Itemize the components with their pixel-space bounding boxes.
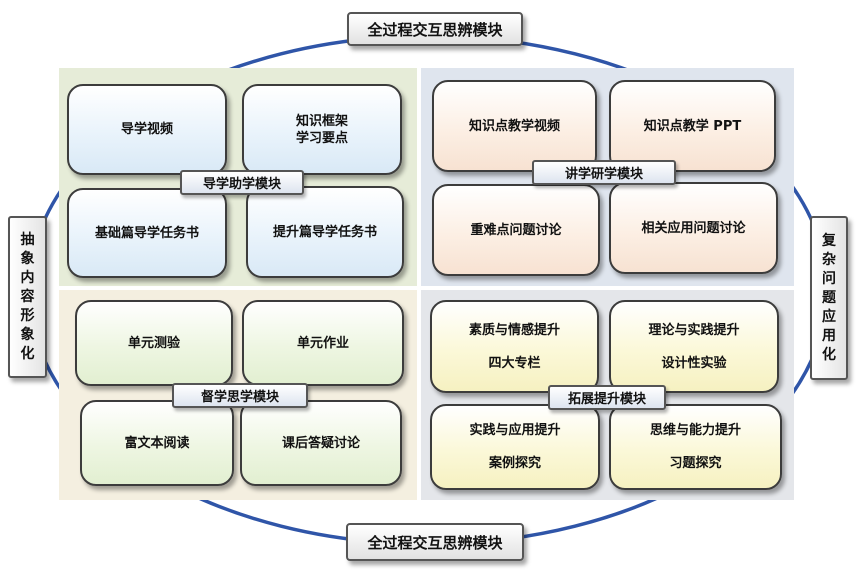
card-text: 提升篇导学任务书: [272, 224, 377, 240]
card-rich-text-reading[interactable]: 富文本阅读: [80, 400, 234, 486]
card-key-difficult-discussion[interactable]: 重难点问题讨论: [432, 184, 600, 276]
card-knowledge-ppt[interactable]: 知识点教学 PPT: [609, 80, 776, 172]
card-basic-task-book[interactable]: 基础篇导学任务书: [67, 188, 227, 278]
card-text: 素质与情感提升: [468, 322, 560, 338]
card-text: 重难点问题讨论: [470, 222, 562, 238]
card-text: 学习要点: [295, 130, 348, 146]
card-text: 单元作业: [296, 335, 349, 351]
card-unit-quiz[interactable]: 单元测验: [75, 300, 233, 386]
card-text: 设计性实验: [661, 355, 727, 371]
card-knowledge-framework[interactable]: 知识框架 学习要点: [242, 84, 402, 175]
card-text: 导学视频: [120, 122, 173, 137]
module-label-guide: 导学助学模块: [180, 170, 304, 195]
card-text: 单元测验: [127, 335, 180, 351]
card-practice-application[interactable]: 实践与应用提升 案例探究: [430, 404, 600, 490]
card-knowledge-video[interactable]: 知识点教学视频: [432, 80, 597, 172]
card-text: 富文本阅读: [124, 435, 190, 451]
card-text: 理论与实践提升: [648, 322, 740, 338]
card-text: 知识框架: [295, 113, 348, 129]
card-unit-homework[interactable]: 单元作业: [242, 300, 404, 386]
banner-top: 全过程交互思辨模块: [347, 12, 523, 46]
card-after-class-qa[interactable]: 课后答疑讨论: [240, 400, 402, 486]
card-text: 思维与能力提升: [649, 423, 741, 438]
side-label-left: 抽 象 内 容 形 象 化: [8, 216, 47, 378]
card-text: 四大专栏: [488, 355, 541, 371]
card-application-discussion[interactable]: 相关应用问题讨论: [609, 182, 778, 274]
card-text: 实践与应用提升: [469, 423, 561, 438]
banner-bottom: 全过程交互思辨模块: [346, 523, 524, 561]
module-label-reflect: 督学思学模块: [172, 383, 308, 408]
card-theory-practice[interactable]: 理论与实践提升 设计性实验: [609, 300, 779, 393]
module-label-lecture: 讲学研学模块: [532, 160, 676, 185]
module-label-expand: 拓展提升模块: [548, 385, 666, 410]
card-guide-video[interactable]: 导学视频: [67, 84, 227, 175]
card-text: 习题探究: [669, 456, 722, 471]
card-text: 知识点教学视频: [468, 118, 560, 134]
card-text: 基础篇导学任务书: [94, 225, 199, 241]
card-quality-emotion[interactable]: 素质与情感提升 四大专栏: [430, 300, 599, 393]
card-advanced-task-book[interactable]: 提升篇导学任务书: [246, 186, 404, 278]
side-label-right: 复 杂 问 题 应 用 化: [810, 216, 848, 380]
card-text: 相关应用问题讨论: [641, 220, 746, 236]
card-text: 案例探究: [488, 456, 541, 471]
card-thinking-ability[interactable]: 思维与能力提升 习题探究: [609, 404, 782, 490]
card-text: 课后答疑讨论: [281, 435, 360, 451]
card-text: 知识点教学 PPT: [643, 118, 742, 134]
